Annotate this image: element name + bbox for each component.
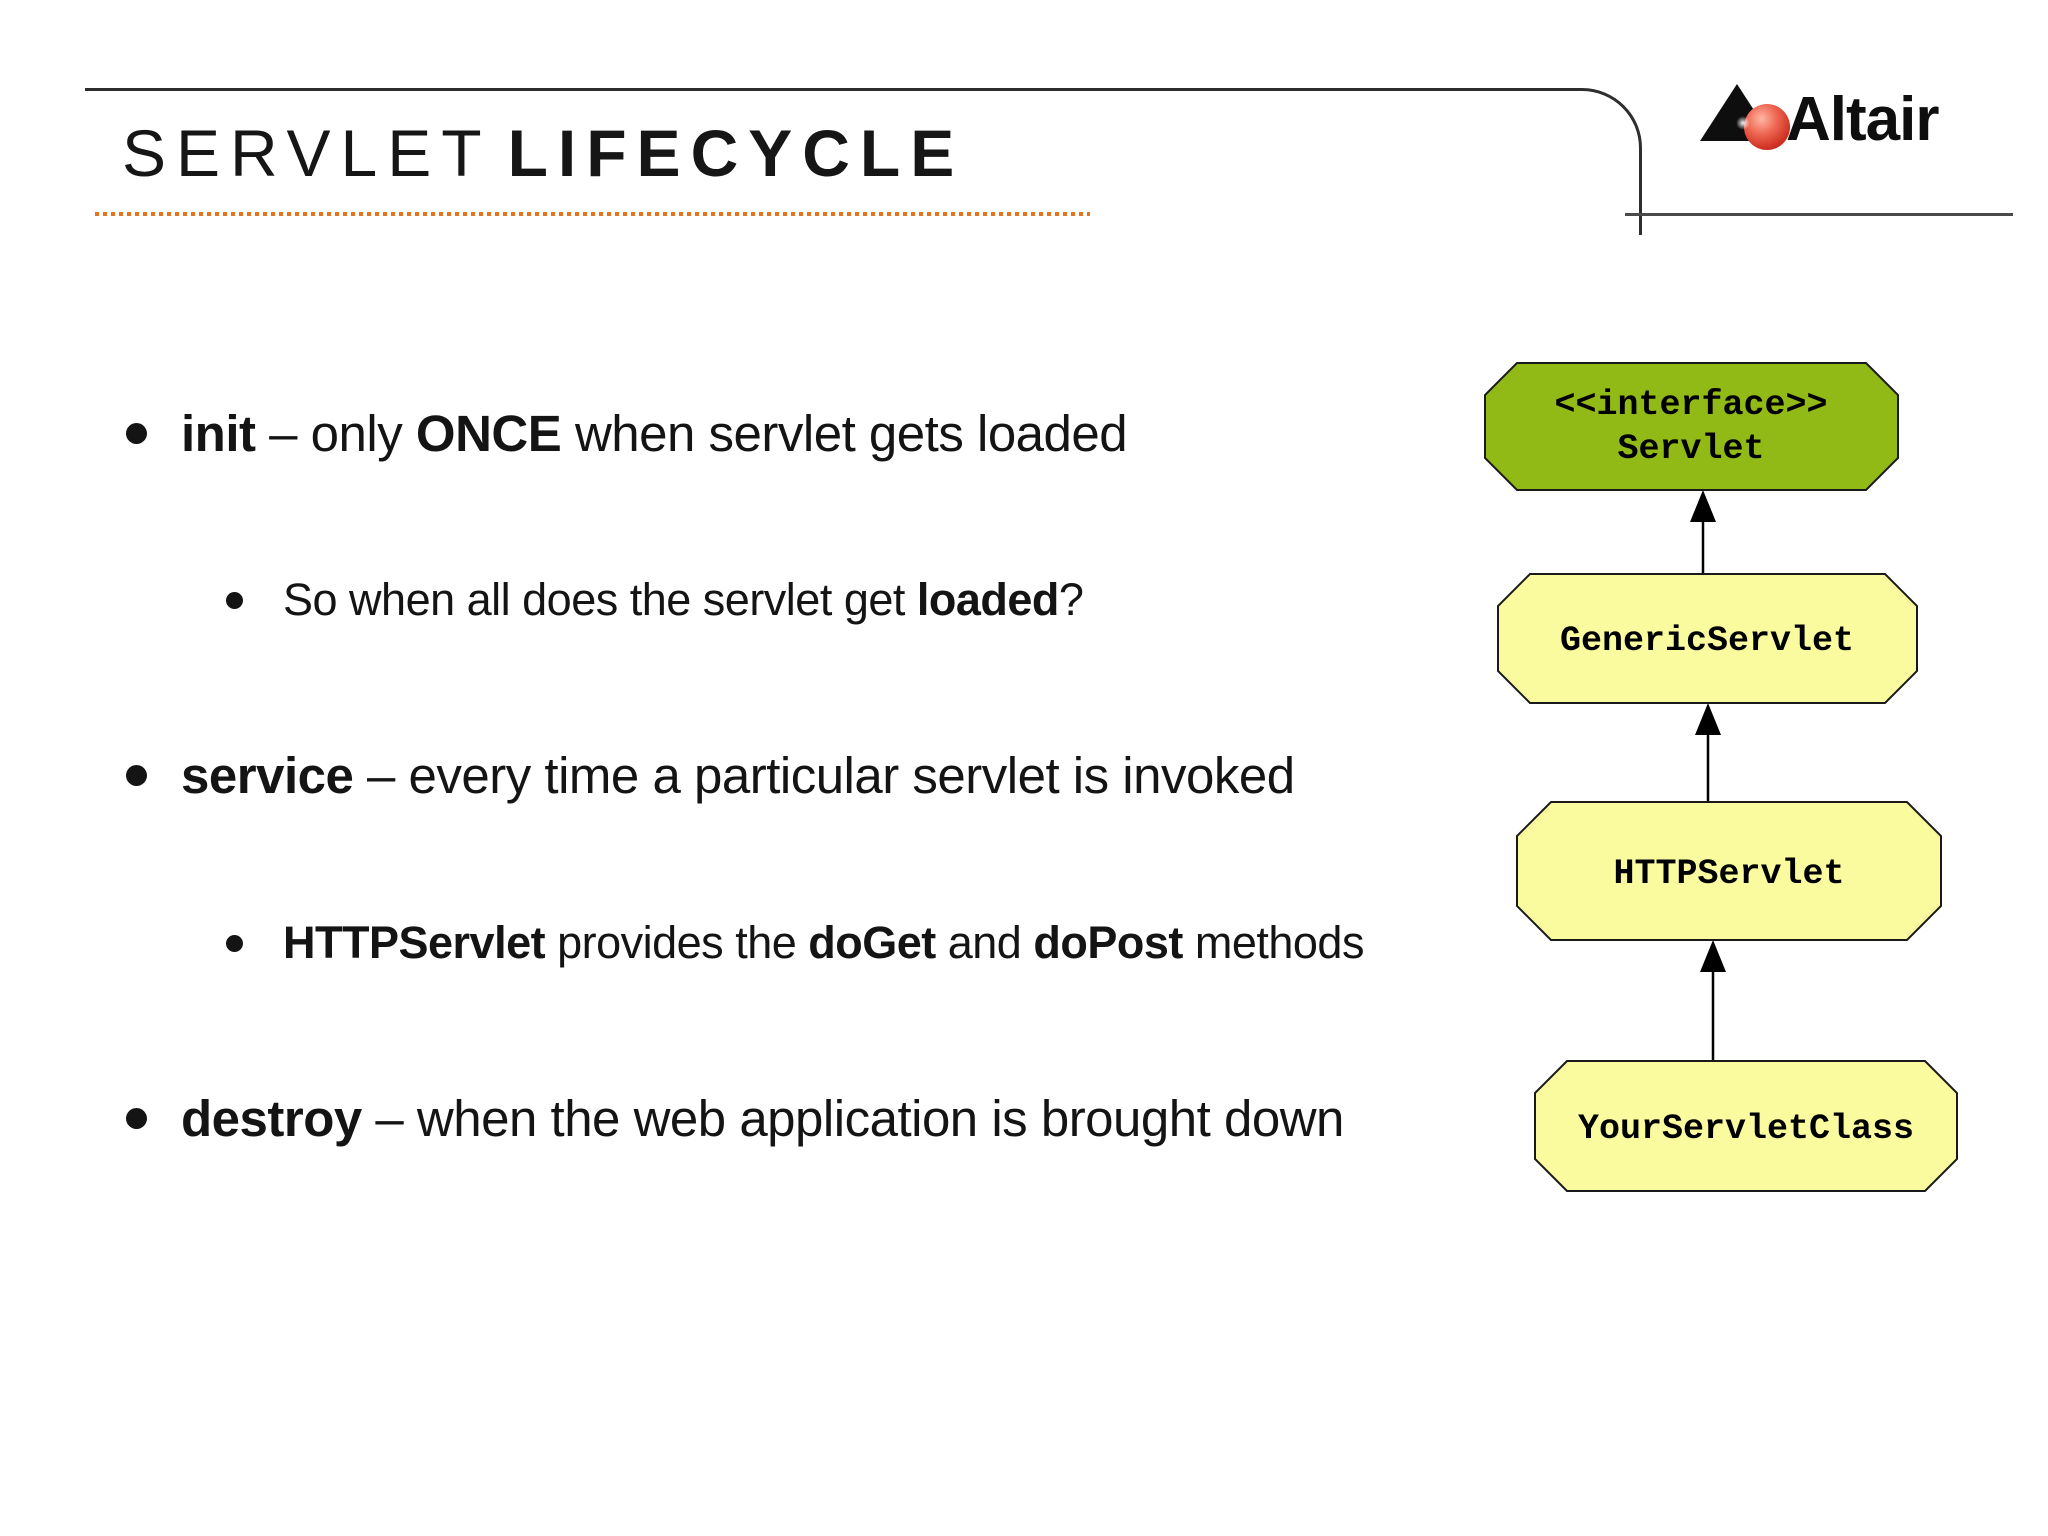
altair-sparkle-icon (1736, 116, 1750, 130)
text-segment: destroy (181, 1089, 362, 1147)
generic-servlet-label: GenericServlet (1560, 621, 1854, 661)
text-segment: methods (1182, 917, 1365, 968)
bullet-icon (126, 422, 147, 444)
text-segment: HTTPServlet (283, 917, 546, 968)
arrowhead-up-icon (1700, 940, 1726, 972)
altair-logo-text: Altair (1786, 85, 1939, 154)
text-segment: – when the web application is brought do… (361, 1089, 1344, 1147)
bullet-icon (126, 764, 147, 786)
header-rule (85, 88, 1642, 235)
text-segment: ? (1058, 574, 1084, 625)
title-regular-part: SERVLET (122, 116, 492, 190)
bullet-icon (226, 934, 243, 952)
header-rule-right (1625, 213, 2013, 216)
title-bold-part: LIFECYCLE (507, 116, 965, 190)
bullet-item-service: service – every time a particular servle… (126, 739, 1295, 811)
arrowhead-up-icon (1695, 703, 1721, 735)
text-segment: – only (255, 404, 416, 462)
bullet-icon (126, 1107, 147, 1129)
text-segment: doGet (808, 917, 936, 968)
interface-servlet-box (1484, 362, 1899, 491)
bullet-text: So when all does the servlet get loaded? (283, 574, 1084, 626)
bullet-item-destroy: destroy – when the web application is br… (126, 1082, 1344, 1154)
bullet-icon (226, 591, 243, 609)
text-segment: provides the (545, 917, 809, 968)
text-segment: loaded (916, 574, 1060, 625)
text-segment: init (181, 404, 256, 462)
arrowhead-up-icon (1690, 490, 1716, 522)
interface-servlet-label-line1: <<interface>> (1554, 385, 1827, 425)
bullet-text: HTTPServlet provides the doGet and doPos… (283, 917, 1364, 969)
title-underline (95, 212, 1090, 216)
bullet-text: service – every time a particular servle… (181, 746, 1295, 805)
bullet-item-httpservlet-methods: HTTPServlet provides the doGet and doPos… (226, 911, 1364, 975)
text-segment: ONCE (415, 404, 562, 462)
altair-red-ball-icon (1744, 104, 1790, 150)
generic-servlet-box (1497, 573, 1918, 704)
http-servlet-box (1516, 801, 1942, 941)
bullet-text: init – only ONCE when servlet gets loade… (181, 404, 1128, 463)
text-segment: and (935, 917, 1034, 968)
altair-logo: Altair (1698, 80, 2028, 160)
servlet-hierarchy-diagram: <<interface>> Servlet GenericServlet HTT… (1484, 362, 1958, 1192)
your-servlet-class-label: YourServletClass (1578, 1109, 1914, 1149)
text-segment: when servlet gets loaded (561, 404, 1128, 462)
text-segment: service (181, 746, 354, 804)
http-servlet-label: HTTPServlet (1613, 854, 1844, 894)
interface-servlet-label-line2: Servlet (1617, 429, 1764, 469)
bullet-item-init: init – only ONCE when servlet gets loade… (126, 397, 1128, 469)
text-segment: – every time a particular servlet is inv… (353, 746, 1295, 804)
text-segment: doPost (1033, 917, 1183, 968)
text-segment: So when all does the servlet get (283, 574, 917, 625)
bullet-text: destroy – when the web application is br… (181, 1089, 1344, 1148)
bullet-item-when-loaded: So when all does the servlet get loaded? (226, 568, 1084, 632)
your-servlet-class-box (1534, 1060, 1958, 1192)
